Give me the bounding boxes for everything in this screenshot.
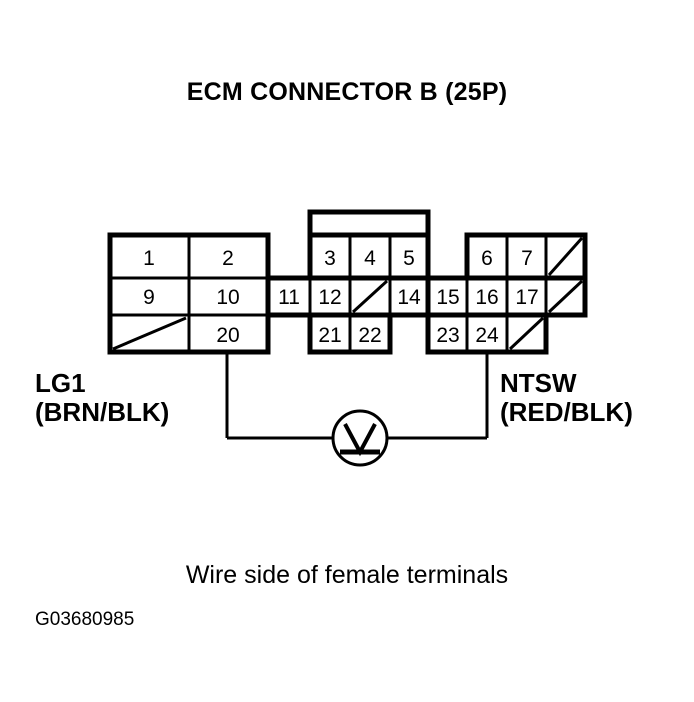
pin-cell-21[interactable]: 21 [318, 324, 341, 347]
middle-block: 3 4 5 11 12 14 21 22 [265, 209, 431, 355]
voltmeter-circle [331, 409, 389, 467]
left-probe-signal: LG1 [35, 368, 86, 398]
pin-cell-12[interactable]: 12 [318, 286, 341, 309]
blank-cell-diagonal-right-3 [508, 316, 545, 351]
figure-caption: Wire side of female terminals [186, 561, 508, 589]
pin-cell-9[interactable]: 9 [143, 286, 155, 309]
page-title: ECM CONNECTOR B (25P) [187, 78, 507, 106]
pin-cell-10[interactable]: 10 [216, 286, 239, 309]
pin-cell-1[interactable]: 1 [143, 247, 155, 270]
pin-cell-3[interactable]: 3 [324, 247, 336, 270]
blank-cell-diagonal-middle [351, 279, 389, 314]
right-probe-signal: NTSW [500, 368, 577, 398]
pin-cell-17[interactable]: 17 [515, 286, 538, 309]
left-block: 1 2 9 10 20 [107, 232, 271, 355]
voltmeter[interactable] [331, 409, 389, 467]
figure-id: G03680985 [35, 609, 134, 630]
left-probe-label: LG1 (BRN/BLK) [35, 368, 169, 427]
pin-cell-11[interactable]: 11 [278, 286, 300, 309]
pin-cell-4[interactable]: 4 [364, 247, 376, 270]
pin-cell-20[interactable]: 20 [216, 324, 239, 347]
test-circuit [225, 352, 489, 440]
pin-cell-24[interactable]: 24 [475, 324, 499, 347]
pin-cell-16[interactable]: 16 [475, 286, 498, 309]
blank-cell-diagonal-right-1 [547, 237, 584, 276]
connector-body: 1 2 9 10 20 3 4 5 11 [107, 209, 588, 355]
pin-cell-23[interactable]: 23 [436, 324, 459, 347]
pin-cell-7[interactable]: 7 [521, 247, 533, 270]
blank-cell-diagonal-left [112, 316, 187, 351]
right-probe-wire-color: (RED/BLK) [500, 397, 633, 427]
right-block: 6 7 15 16 17 23 24 [425, 232, 588, 355]
pin-cell-22[interactable]: 22 [358, 324, 381, 347]
pin-cell-5[interactable]: 5 [403, 247, 415, 270]
pin-cell-2[interactable]: 2 [222, 247, 234, 270]
pin-cell-15[interactable]: 15 [436, 286, 459, 309]
right-probe-label: NTSW (RED/BLK) [500, 368, 633, 427]
pin-cell-6[interactable]: 6 [481, 247, 493, 270]
pin-cell-14[interactable]: 14 [397, 286, 421, 309]
left-probe-wire-color: (BRN/BLK) [35, 397, 169, 427]
blank-cell-diagonal-right-2 [547, 279, 584, 314]
